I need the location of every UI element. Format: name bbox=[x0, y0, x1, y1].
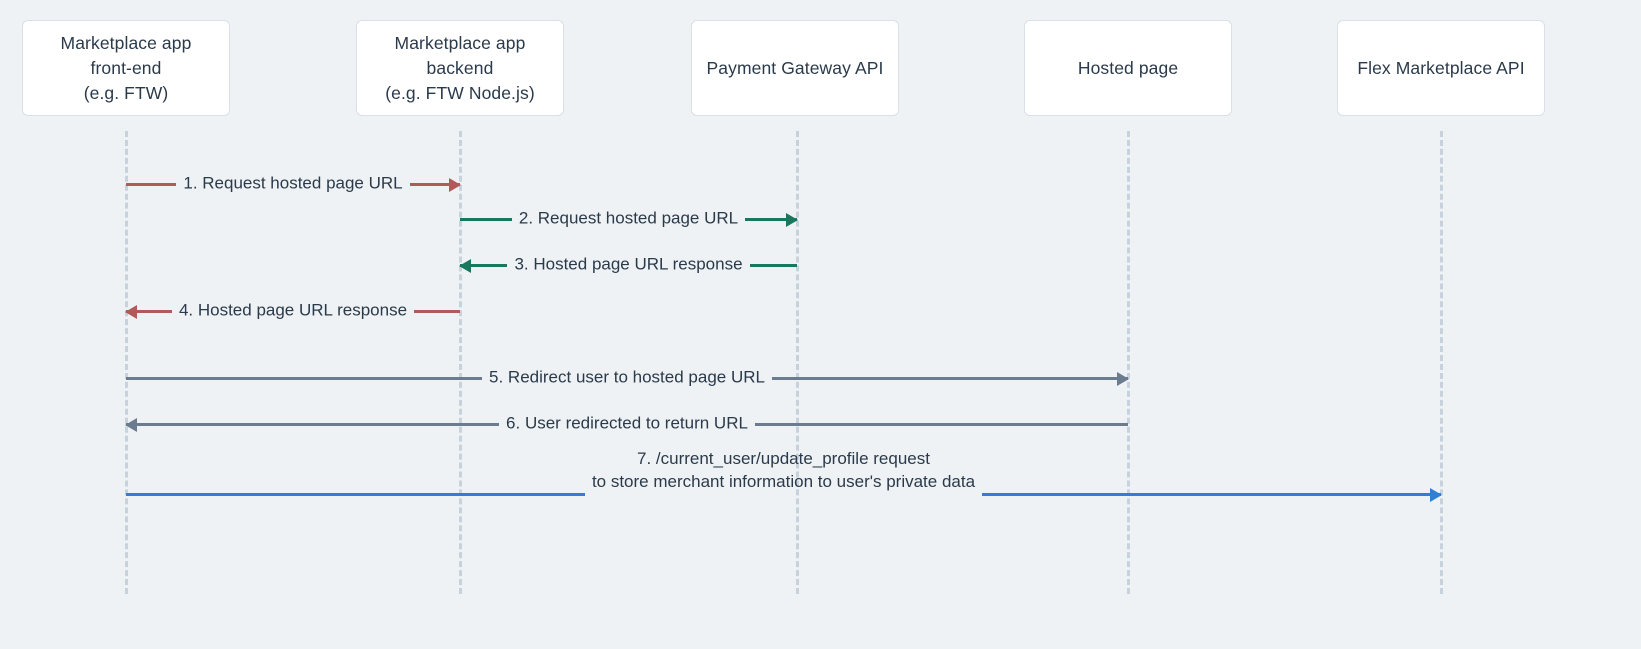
participant-label-hosted: Hosted page bbox=[1077, 57, 1179, 78]
message-line-left-2 bbox=[460, 218, 512, 221]
message-line-right-2 bbox=[745, 218, 797, 221]
participant-box-backend[interactable]: Marketplace app backend (e.g. FTW Node.j… bbox=[357, 21, 563, 115]
participant-label-backend: Marketplace app backend (e.g. FTW Node.j… bbox=[385, 32, 535, 103]
message-line-left-4 bbox=[126, 310, 172, 313]
message-line-right-6 bbox=[754, 423, 1128, 426]
lifeline-frontend bbox=[125, 131, 128, 594]
participant-label-flexapi: Flex Marketplace API bbox=[1357, 57, 1525, 78]
lifeline-backend bbox=[459, 131, 462, 594]
message-line-right-3 bbox=[749, 264, 797, 267]
participant-box-hosted[interactable]: Hosted page bbox=[1025, 21, 1231, 115]
lifeline-hosted bbox=[1127, 131, 1130, 594]
participant-label-frontend: Marketplace app front-end (e.g. FTW) bbox=[60, 32, 192, 103]
participant-label-gateway: Payment Gateway API bbox=[706, 57, 884, 78]
lifeline-flexapi bbox=[1440, 131, 1443, 594]
message-label-2: 2. Request hosted page URL bbox=[518, 208, 739, 228]
participant-box-gateway[interactable]: Payment Gateway API bbox=[692, 21, 898, 115]
message-arrowhead-2 bbox=[786, 212, 798, 227]
participant-box-flexapi[interactable]: Flex Marketplace API bbox=[1338, 21, 1544, 115]
message-line-left-1 bbox=[126, 183, 177, 186]
message-line-right-4 bbox=[414, 310, 460, 313]
message-label-7: 7. /current_user/update_profile request … bbox=[591, 449, 976, 491]
lifeline-gateway bbox=[796, 131, 799, 594]
message-line-right-7 bbox=[982, 493, 1441, 496]
message-arrowhead-7 bbox=[1430, 487, 1442, 502]
message-arrowhead-1 bbox=[449, 177, 461, 192]
message-line-left-6 bbox=[126, 423, 500, 426]
message-label-4: 4. Hosted page URL response bbox=[178, 300, 408, 320]
message-line-right-1 bbox=[409, 183, 460, 186]
message-line-left-7 bbox=[126, 493, 585, 496]
message-label-3: 3. Hosted page URL response bbox=[514, 254, 743, 274]
message-label-5: 5. Redirect user to hosted page URL bbox=[489, 367, 765, 387]
message-label-1: 1. Request hosted page URL bbox=[183, 173, 403, 193]
message-arrowhead-4 bbox=[125, 304, 137, 319]
participant-box-frontend[interactable]: Marketplace app front-end (e.g. FTW) bbox=[23, 21, 229, 115]
message-arrowhead-3 bbox=[459, 258, 471, 273]
message-arrowhead-6 bbox=[125, 417, 137, 432]
message-line-right-5 bbox=[771, 377, 1128, 380]
message-arrowhead-5 bbox=[1117, 371, 1129, 386]
message-line-left-3 bbox=[460, 264, 508, 267]
message-label-6: 6. User redirected to return URL bbox=[506, 413, 748, 433]
message-line-left-5 bbox=[126, 377, 483, 380]
